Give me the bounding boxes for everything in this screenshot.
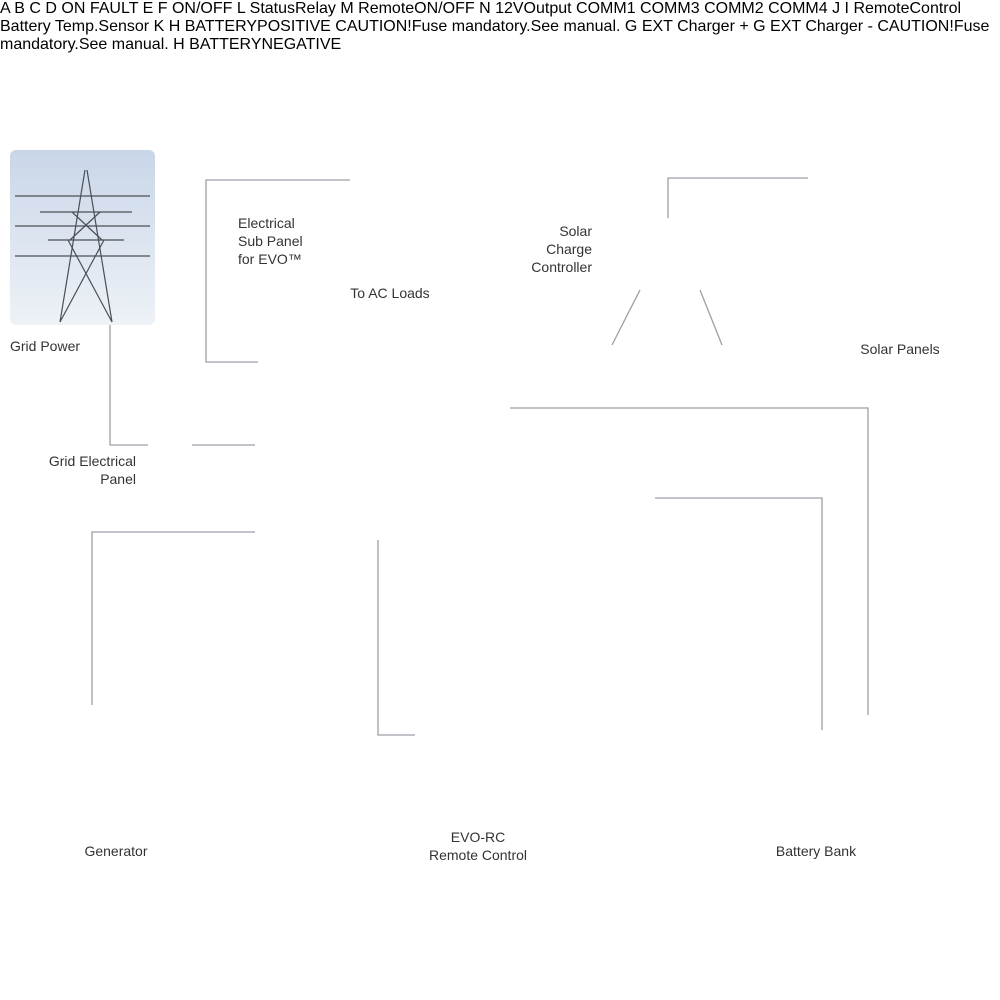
- generator-label: Generator: [84, 843, 148, 859]
- grid-electrical-panel-label: Grid Electrical Panel: [48, 453, 136, 487]
- indicator-d: D: [45, 0, 57, 17]
- ext-charger-negative-label: EXT Charger -: [770, 18, 873, 35]
- line-h1-to-battery: [510, 407, 869, 715]
- remote-control-label: EVO-RC Remote Control: [428, 829, 528, 863]
- ac-port-c: C: [29, 0, 41, 17]
- terminal-n: N: [479, 0, 491, 17]
- comm3-label: COMM3: [640, 0, 700, 17]
- terminal-h-positive: H: [168, 18, 181, 35]
- status-relay-label: StatusRelay: [249, 0, 336, 17]
- ac-loads-label: To AC Loads: [350, 285, 430, 301]
- port-j: J: [832, 0, 841, 17]
- line-grid-to-panel: [109, 325, 148, 446]
- terminal-l: L: [236, 0, 246, 17]
- line-controller-to-g: [611, 289, 641, 346]
- line-h2-to-battery: [655, 497, 823, 730]
- ac-port-b: B: [14, 0, 25, 17]
- indicator-fault-label: FAULT: [89, 0, 139, 17]
- ac-port-a: A: [0, 0, 10, 17]
- remote-control-port-label: RemoteControl: [853, 0, 962, 17]
- line-controller-to-g2: [699, 289, 723, 346]
- comm2-label: COMM2: [704, 0, 764, 17]
- sub-panel-label: Electrical Sub Panel for EVO™: [238, 215, 303, 267]
- battery-bank-label: Battery Bank: [775, 843, 857, 859]
- fault-led: FAULT E F ON/OFF L StatusRelay M RemoteO…: [0, 0, 989, 53]
- indicator-e: E: [142, 0, 154, 17]
- solar-panels-label: Solar Panels: [860, 341, 940, 357]
- comm4-label: COMM4: [768, 0, 828, 17]
- charge-controller-label: Solar Charge Controller: [531, 223, 592, 275]
- terminal-m: M: [340, 0, 354, 17]
- connection-lines: [91, 177, 869, 736]
- terminal-g-positive: G: [624, 18, 638, 35]
- caution-label-ext: CAUTION!Fuse mandatory.See manual.: [0, 18, 990, 53]
- switch-f: F: [157, 0, 168, 17]
- remote-on-off-label: RemoteON/OFF: [358, 0, 475, 17]
- port-i: I: [844, 0, 849, 17]
- terminal-g-negative: G: [753, 18, 766, 35]
- grid-power-tower: [10, 150, 155, 325]
- line-ac-loads-to-a: [205, 179, 350, 363]
- inverter-foot-left: A B C D ON FAULT E F ON/OFF: [0, 0, 989, 53]
- battery-positive-label: BATTERYPOSITIVE: [184, 18, 331, 35]
- battery-temp-sensor-label: Battery Temp.Sensor: [0, 18, 150, 35]
- battery-negative-label: BATTERYNEGATIVE: [189, 36, 342, 53]
- inverter-unit: A B C D ON FAULT E F ON/OFF: [0, 0, 989, 53]
- ground-k: K: [153, 18, 165, 35]
- on-off-label: ON/OFF: [171, 0, 233, 17]
- line-remote-to-i: [377, 540, 415, 736]
- inverter-foot-right: A B C D ON FAULT E F ON/OFF: [0, 0, 989, 53]
- on-off-button: ON/OFF L StatusRelay M RemoteON/OFF N 12…: [0, 0, 989, 53]
- caution-label-positive: CAUTION!Fuse mandatory.See manual.: [335, 18, 621, 35]
- comm1-label: COMM1: [576, 0, 636, 17]
- line-controller-to-solar: [667, 177, 808, 218]
- terminal-h-negative: H: [173, 36, 185, 53]
- grid-power-label: Grid Power: [10, 338, 81, 354]
- ext-charger-positive-label: EXT Charger +: [641, 18, 749, 35]
- line-generator-to-c: [91, 531, 255, 705]
- output-12v-label: 12VOutput: [495, 0, 572, 17]
- indicator-on-label: ON: [61, 0, 86, 17]
